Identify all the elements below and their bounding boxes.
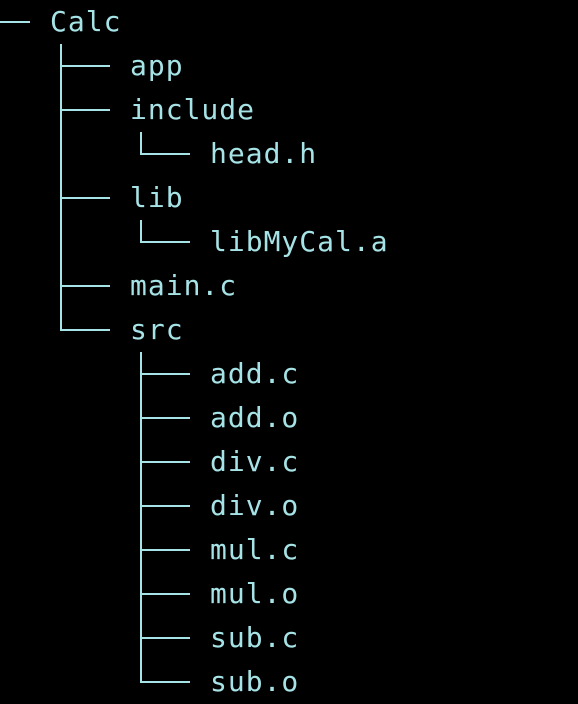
- root-connector: [0, 21, 30, 23]
- tree-item: app: [0, 44, 578, 88]
- tree-root-label: Calc: [50, 5, 122, 38]
- tree-subitem: mul.o: [0, 572, 578, 616]
- tree-item-label: sub.c: [210, 621, 300, 654]
- tree-subitem: libMyCal.a: [0, 220, 578, 264]
- tree-item-label: div.c: [210, 445, 300, 478]
- tree-branch-horizontal: [60, 197, 110, 199]
- tree-branch-horizontal: [60, 109, 110, 111]
- tree-branch-horizontal: [140, 417, 190, 419]
- tree-trunk-vertical: [60, 220, 62, 264]
- tree-branch-vertical: [140, 220, 142, 243]
- tree-item-label: mul.c: [210, 533, 300, 566]
- tree-item: src: [0, 308, 578, 352]
- tree-branch-horizontal: [60, 285, 110, 287]
- tree-subitem: mul.c: [0, 528, 578, 572]
- tree-item-label: app: [130, 49, 184, 82]
- tree-item-label: lib: [130, 181, 184, 214]
- tree-branch-horizontal: [140, 241, 190, 243]
- tree-branch-horizontal: [60, 329, 110, 331]
- tree-branch-horizontal: [140, 637, 190, 639]
- tree-branch-horizontal: [140, 505, 190, 507]
- tree-branch-horizontal: [140, 153, 190, 155]
- tree-item-label: add.o: [210, 401, 300, 434]
- tree-branch-vertical: [60, 308, 62, 331]
- tree-branch-horizontal: [140, 373, 190, 375]
- tree-branch-horizontal: [140, 593, 190, 595]
- tree-item-label: head.h: [210, 137, 318, 170]
- tree-subitem: sub.o: [0, 660, 578, 704]
- tree-root-row: Calc: [0, 0, 578, 44]
- tree-item: main.c: [0, 264, 578, 308]
- tree-item: include: [0, 88, 578, 132]
- tree-item: lib: [0, 176, 578, 220]
- tree-item-label: libMyCal.a: [210, 225, 389, 258]
- tree-item-label: include: [130, 93, 256, 126]
- tree-subitem: div.o: [0, 484, 578, 528]
- tree-subitem: div.c: [0, 440, 578, 484]
- tree-branch-vertical: [140, 132, 142, 155]
- tree-subitem: head.h: [0, 132, 578, 176]
- tree-subitem: sub.c: [0, 616, 578, 660]
- tree-item-label: main.c: [130, 269, 238, 302]
- tree-branch-vertical: [140, 660, 142, 683]
- tree-item-label: mul.o: [210, 577, 300, 610]
- tree-branch-horizontal: [140, 681, 190, 683]
- tree-subitem: add.c: [0, 352, 578, 396]
- tree-branch-horizontal: [140, 549, 190, 551]
- tree-item-label: sub.o: [210, 665, 300, 698]
- tree-subitem: add.o: [0, 396, 578, 440]
- tree-item-label: div.o: [210, 489, 300, 522]
- tree-item-label: add.c: [210, 357, 300, 390]
- tree-branch-horizontal: [60, 65, 110, 67]
- tree-branch-horizontal: [140, 461, 190, 463]
- tree-item-label: src: [130, 313, 184, 346]
- tree-trunk-vertical: [60, 132, 62, 176]
